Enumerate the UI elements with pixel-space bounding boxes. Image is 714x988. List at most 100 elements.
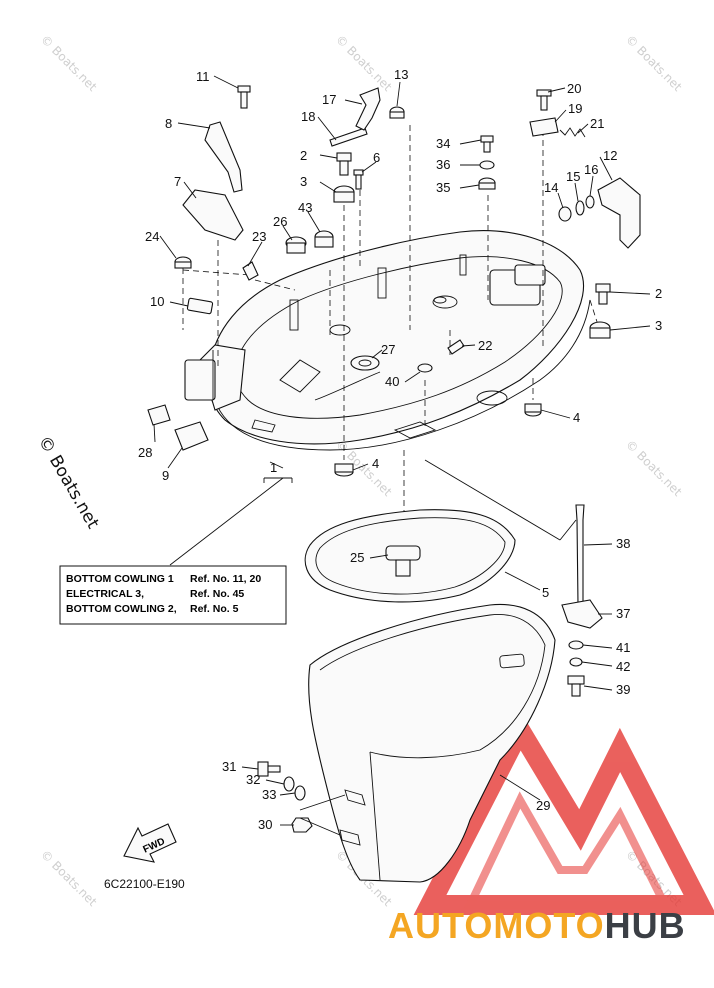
ref-row-3-name: BOTTOM COWLING 2,: [66, 603, 177, 615]
part-4-mount-right-icon: [524, 403, 542, 417]
part-6-screw-icon: [353, 169, 364, 190]
callout-3-right: 3: [655, 318, 662, 333]
fwd-arrow-icon: FWD: [123, 823, 177, 863]
part-16-ring-icon: [585, 195, 595, 209]
callout-29: 29: [536, 798, 550, 813]
part-9-connector-icon: [174, 421, 209, 451]
callout-6: 6: [373, 150, 380, 165]
callout-19: 19: [568, 101, 582, 116]
part-17-lever-icon: [355, 87, 381, 131]
ref-row-2-ref: Ref. No. 45: [190, 588, 244, 600]
callout-27: 27: [381, 342, 395, 357]
callout-11: 11: [196, 69, 210, 84]
part-7-bracket-icon: [182, 189, 244, 241]
callout-15: 15: [566, 169, 580, 184]
part-2-bolt-right-icon: [595, 283, 611, 305]
part-30-nut-icon: [291, 817, 313, 833]
bottom-cowling-tray: [184, 230, 591, 451]
callout-32: 32: [246, 772, 260, 787]
part-3-grommet-top-icon: [333, 185, 355, 203]
part-28-clip-icon: [147, 404, 171, 426]
part-12-lever-icon: [597, 177, 641, 249]
callout-39: 39: [616, 682, 630, 697]
callout-16: 16: [584, 162, 598, 177]
callout-21: 21: [590, 116, 604, 131]
part-42-washer-icon: [569, 657, 583, 667]
callout-2-top: 2: [300, 148, 307, 163]
callout-14: 14: [544, 180, 558, 195]
callout-labels: 11 8 7 24 23 26 43 2 3 6 18 17 13 20 19 …: [138, 67, 662, 832]
part-10-pad-icon: [186, 297, 214, 315]
callout-10: 10: [150, 294, 164, 309]
part-2-bolt-top-icon: [336, 152, 352, 176]
part-37-clamp-icon: [561, 599, 603, 629]
part-11-bolt-icon: [237, 85, 251, 109]
diagram-code: 6C22100-E190: [104, 877, 185, 891]
part-25-grommet-icon: [174, 256, 192, 269]
callout-4-right: 4: [573, 410, 580, 425]
callout-1: 1: [270, 460, 277, 475]
part-38-cable-tie-icon: [575, 504, 585, 606]
callout-30: 30: [258, 817, 272, 832]
brand-part-1: AUTOMOTO: [388, 905, 605, 946]
part-18-bolt-icon: [329, 127, 368, 147]
callout-12: 12: [603, 148, 617, 163]
callout-3-top: 3: [300, 174, 307, 189]
part-43-grommet-icon: [314, 230, 334, 248]
reference-box: BOTTOM COWLING 1 Ref. No. 11, 20 ELECTRI…: [59, 565, 287, 625]
callout-7: 7: [174, 174, 181, 189]
callout-2-right: 2: [655, 286, 662, 301]
left-small-parts: [257, 761, 313, 833]
ref-row-2-name: ELECTRICAL 3,: [66, 588, 144, 600]
part-39-bolt-icon: [567, 675, 585, 697]
part-40-plug-icon: [417, 363, 433, 373]
part-4-mount-center-icon: [334, 463, 354, 477]
callout-26: 26: [273, 214, 287, 229]
part-31-bolt-icon: [257, 761, 281, 777]
callout-23: 25: [350, 550, 364, 565]
callout-9: 9: [162, 468, 169, 483]
part-14-grommet-icon: [558, 206, 572, 222]
callout-42: 42: [616, 659, 630, 674]
callout-31: 31: [222, 759, 236, 774]
callout-24: 23: [252, 229, 266, 244]
part-32-washer-icon: [283, 776, 295, 792]
ref-row-1-ref: Ref. No. 11, 20: [190, 573, 261, 585]
callout-5: 5: [542, 585, 549, 600]
part-19-plate-icon: [529, 117, 559, 137]
callout-41: 41: [616, 640, 630, 655]
right-small-parts: [561, 504, 603, 697]
callout-18: 18: [301, 109, 315, 124]
callout-40: 40: [385, 374, 399, 389]
part-41-washer-icon: [568, 640, 584, 650]
callout-28: 28: [138, 445, 152, 460]
brand-logo-icon: [413, 709, 714, 915]
callout-8: 8: [165, 116, 172, 131]
small-parts: [147, 85, 641, 477]
callout-36: 36: [436, 157, 450, 172]
leader-lines: [153, 75, 651, 836]
callout-13: 13: [394, 67, 408, 82]
watermark-top-mid: © Boats.net: [333, 32, 395, 94]
part-26-grommet-icon: [285, 236, 307, 254]
callout-25: 24: [145, 229, 159, 244]
watermark-mid-right: © Boats.net: [623, 437, 685, 499]
part-13-grommet-icon: [389, 106, 405, 119]
watermark-top-left: © Boats.net: [38, 32, 100, 94]
part-24-clip-icon: [242, 261, 259, 281]
part-34-bolt-icon: [480, 135, 494, 153]
side-watermark: © Boats.net: [34, 433, 103, 533]
callout-43: 43: [298, 200, 312, 215]
ref-row-3-ref: Ref. No. 5: [190, 603, 239, 615]
part-35-grommet-icon: [478, 177, 496, 190]
part-20-bolt-icon: [536, 89, 552, 111]
brand-part-2: HUB: [605, 905, 686, 946]
part-33-washer-icon: [294, 785, 306, 801]
watermark-bot-left: © Boats.net: [38, 847, 100, 909]
brand-text: AUTOMOTOHUB: [388, 905, 686, 946]
callout-20: 20: [567, 81, 581, 96]
callout-33: 33: [262, 787, 276, 802]
part-29-lower-cowling: [308, 603, 556, 883]
callout-4-center: 4: [372, 456, 379, 471]
